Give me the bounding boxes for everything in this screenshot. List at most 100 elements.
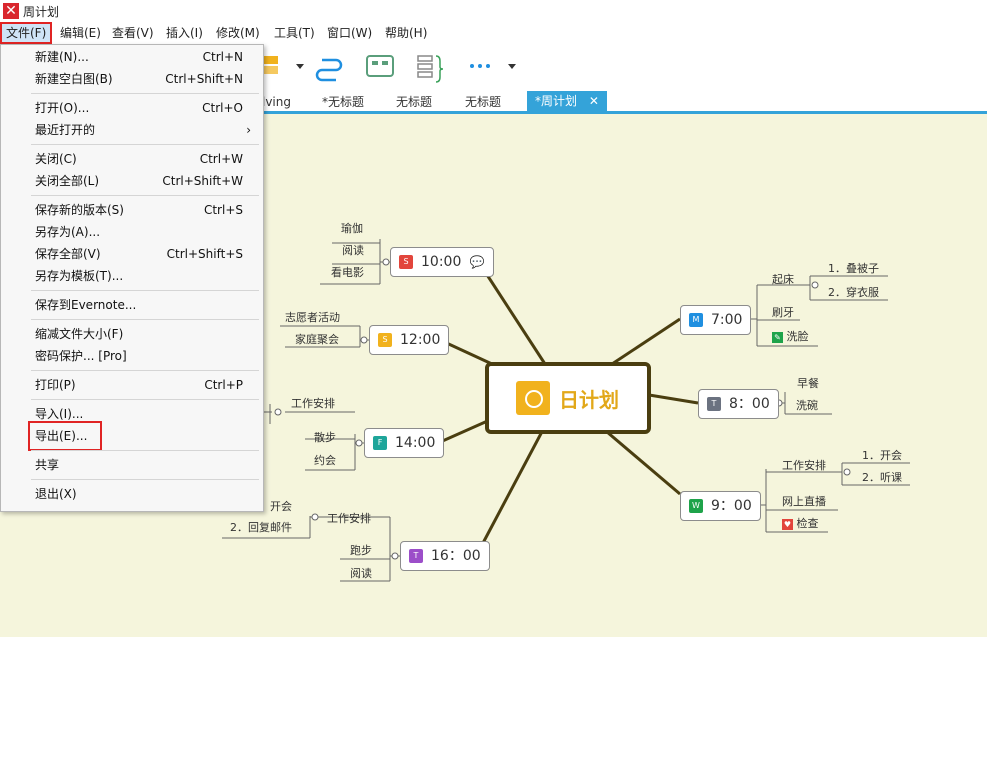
- summary-icon[interactable]: [417, 55, 444, 83]
- relationship-icon[interactable]: [315, 58, 343, 82]
- leaf-work[interactable]: 工作安排: [782, 459, 826, 472]
- leaf-running[interactable]: 跑步: [350, 544, 372, 557]
- leaf-dishes[interactable]: 洗碗: [796, 399, 818, 412]
- topic-time: 16：00: [431, 548, 481, 564]
- leaf-work[interactable]: 工作安排: [327, 512, 371, 525]
- topic-monday[interactable]: M 7:00: [680, 305, 752, 335]
- leaf-wash-face[interactable]: ✎ 洗脸: [772, 328, 809, 346]
- menu-item-new-blank[interactable]: 新建空白图(B): [35, 72, 113, 86]
- topic-time: 14:00: [395, 435, 436, 451]
- edit-icon: ✎: [772, 331, 783, 343]
- central-topic[interactable]: 日计划: [485, 362, 651, 434]
- leaf-label: 洗脸: [786, 330, 809, 343]
- menu-item-save-as[interactable]: 另存为(A)...: [35, 225, 101, 239]
- menu-insert[interactable]: 插入(I): [166, 26, 203, 40]
- leaf-volunteer[interactable]: 志愿者活动: [285, 311, 340, 324]
- menu-view[interactable]: 查看(V): [112, 26, 154, 40]
- menu-separator: [31, 290, 259, 291]
- menu-item-exit[interactable]: 退出(X): [35, 487, 77, 501]
- tab-untitled-3[interactable]: 无标题: [465, 95, 502, 109]
- leaf-reply-email[interactable]: 2．回复邮件: [230, 521, 292, 534]
- menu-item-print[interactable]: 打印(P): [35, 378, 76, 392]
- menu-separator: [31, 93, 259, 94]
- tab-untitled-1[interactable]: *无标题: [322, 95, 365, 109]
- menu-item-open[interactable]: 打开(O)...: [35, 101, 90, 115]
- chevron-right-icon: ›: [246, 123, 251, 137]
- menu-modify[interactable]: 修改(M): [216, 26, 260, 40]
- file-menu-dropdown: 新建(N)... Ctrl+N 新建空白图(B) Ctrl+Shift+N 打开…: [0, 44, 264, 512]
- leaf-work[interactable]: 工作安排: [291, 397, 335, 410]
- app-logo-icon: ✕: [3, 3, 19, 19]
- menu-item-recent[interactable]: 最近打开的: [35, 123, 96, 137]
- shortcut-save-all: Ctrl+Shift+S: [166, 247, 243, 261]
- menu-item-import[interactable]: 导入(I)...: [35, 407, 84, 421]
- chevron-down-icon[interactable]: [508, 64, 516, 69]
- leaf-meeting[interactable]: 开会: [270, 500, 292, 513]
- topic-friday[interactable]: F 14:00: [364, 428, 445, 458]
- menu-item-save-version[interactable]: 保存新的版本(S): [35, 203, 124, 217]
- leaf-meeting[interactable]: 1．开会: [862, 449, 902, 462]
- leaf-reading[interactable]: 阅读: [342, 244, 364, 257]
- tab-lving[interactable]: lving: [262, 95, 291, 109]
- leaf-movie[interactable]: 看电影: [331, 266, 364, 279]
- leaf-reading[interactable]: 阅读: [350, 567, 372, 580]
- tab-weekly-plan[interactable]: *周计划 ✕: [527, 91, 607, 111]
- structure-icon[interactable]: [262, 56, 278, 74]
- menu-item-close[interactable]: 关闭(C): [35, 152, 77, 166]
- badge-w: W: [689, 499, 703, 513]
- menu-item-share[interactable]: 共享: [35, 458, 60, 472]
- topic-saturday[interactable]: S 12:00: [369, 325, 450, 355]
- badge-t: T: [409, 549, 423, 563]
- menu-item-save-all[interactable]: 保存全部(V): [35, 247, 101, 261]
- menu-tools[interactable]: 工具(T): [274, 26, 315, 40]
- title-bar: ✕ 周计划: [0, 0, 987, 22]
- leaf-get-up[interactable]: 起床: [772, 273, 794, 286]
- leaf-family-party[interactable]: 家庭聚会: [295, 333, 339, 346]
- menu-item-reduce-size[interactable]: 缩减文件大小(F): [35, 327, 124, 341]
- mindmap-canvas[interactable]: 日计划 S 10:00 💬 瑜伽 阅读 看电影 S 12:00 志愿者活动 家庭…: [0, 114, 987, 764]
- menu-item-new[interactable]: 新建(N)...: [35, 50, 89, 64]
- topic-thursday[interactable]: T 16：00: [400, 541, 490, 571]
- menu-item-save-evernote[interactable]: 保存到Evernote...: [35, 298, 137, 312]
- leaf-live-stream[interactable]: 网上直播: [782, 495, 826, 508]
- menu-separator: [31, 195, 259, 196]
- menu-help[interactable]: 帮助(H): [385, 26, 428, 40]
- more-icon[interactable]: [470, 64, 490, 68]
- leaf-lecture[interactable]: 2．听课: [862, 471, 902, 484]
- leaf-brush-teeth[interactable]: 刷牙: [772, 306, 794, 319]
- calendar-icon: [516, 381, 550, 415]
- tab-underline: [0, 111, 987, 114]
- menu-item-export[interactable]: 导出(E)...: [35, 429, 88, 443]
- topic-wednesday[interactable]: W 9：00: [680, 491, 761, 521]
- close-icon[interactable]: ✕: [588, 94, 599, 108]
- menu-item-close-all[interactable]: 关闭全部(L): [35, 174, 100, 188]
- shortcut-close-all: Ctrl+Shift+W: [162, 174, 243, 188]
- menu-separator: [31, 450, 259, 451]
- watermark-url: jingyan.baidu.com: [768, 704, 898, 720]
- leaf-breakfast[interactable]: 早餐: [797, 377, 819, 390]
- topic-time: 12:00: [400, 332, 441, 348]
- chevron-down-icon[interactable]: [296, 64, 304, 69]
- menu-item-save-template[interactable]: 另存为模板(T)...: [35, 269, 124, 283]
- menu-separator: [31, 370, 259, 371]
- leaf-check[interactable]: ♥ 检查: [782, 515, 819, 533]
- menu-item-password[interactable]: 密码保护... [Pro]: [35, 349, 127, 363]
- comment-icon[interactable]: 💬: [469, 255, 485, 269]
- topic-sunday[interactable]: S 10:00 💬: [390, 247, 494, 277]
- leaf-dress[interactable]: 2．穿衣服: [828, 286, 879, 299]
- tab-untitled-2[interactable]: 无标题: [396, 95, 433, 109]
- menu-edit[interactable]: 编辑(E): [60, 26, 101, 40]
- topic-tuesday[interactable]: T 8：00: [698, 389, 779, 419]
- badge-s: S: [399, 255, 413, 269]
- leaf-label: 检查: [796, 517, 819, 530]
- boundary-icon[interactable]: [366, 55, 394, 77]
- menu-file[interactable]: 文件(F): [0, 22, 53, 44]
- leaf-fold-quilt[interactable]: 1．叠被子: [828, 262, 879, 275]
- leaf-date[interactable]: 约会: [314, 454, 336, 467]
- menu-window[interactable]: 窗口(W): [327, 26, 373, 40]
- leaf-yoga[interactable]: 瑜伽: [341, 222, 363, 235]
- leaf-walk[interactable]: 散步: [314, 431, 336, 444]
- export-highlight: [28, 421, 102, 451]
- shortcut-open: Ctrl+O: [202, 101, 243, 115]
- shortcut-close: Ctrl+W: [199, 152, 243, 166]
